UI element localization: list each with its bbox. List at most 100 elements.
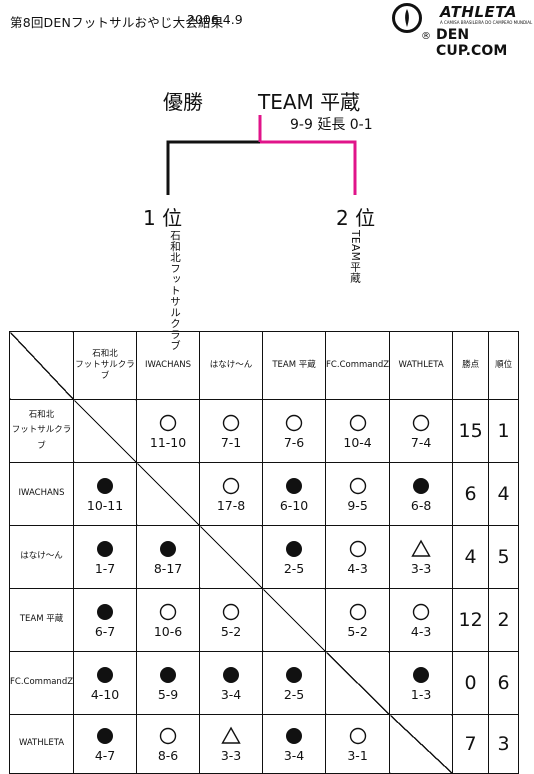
bracket-loser-line: [166, 140, 260, 195]
match-score: 8-17: [153, 560, 183, 576]
win-circle-icon: [412, 603, 430, 620]
match-score: 1-7: [94, 560, 116, 576]
loss-dot-icon: [97, 540, 114, 557]
match-score: 10-6: [153, 623, 183, 639]
win-circle-icon: [159, 727, 177, 744]
match-cell: 6-10: [262, 462, 327, 526]
tournament-bracket: [166, 115, 357, 195]
match-cell: 4-3: [389, 588, 454, 652]
match-score: 6-7: [94, 623, 116, 639]
event-date: 2006.4.9: [187, 12, 243, 27]
match-cell: 3-1: [325, 714, 391, 774]
self-match-cell: [325, 651, 391, 715]
match-score: 10-4: [343, 434, 372, 450]
win-circle-icon: [222, 414, 240, 431]
match-score: 17-8: [216, 497, 246, 513]
match-cell: 4-3: [325, 525, 391, 589]
loss-dot-icon: [286, 540, 303, 557]
match-cell: 7-6: [262, 399, 327, 463]
match-score: 3-1: [347, 747, 368, 763]
points-cell: 6: [452, 462, 490, 526]
points-cell: 15: [452, 399, 490, 463]
page-title: 第8回DENフットサルおやじ大会結果: [10, 15, 224, 30]
row-team-name: WATHLETA: [8, 714, 75, 774]
draw-triangle-icon: [221, 726, 241, 744]
rank-cell: 1: [488, 399, 520, 463]
second-place-team: TEAM平蔵: [349, 230, 361, 284]
loss-dot-icon: [286, 666, 303, 683]
column-header: 石和北フットサルクラブ: [73, 331, 138, 400]
match-cell: 10-4: [325, 399, 391, 463]
self-match-cell: [136, 462, 201, 526]
loss-dot-icon: [286, 727, 303, 744]
match-cell: 5-9: [136, 651, 201, 715]
match-score: 4-3: [410, 623, 432, 639]
win-circle-icon: [412, 414, 430, 431]
column-header: TEAM 平蔵: [262, 331, 327, 400]
win-circle-icon: [222, 477, 240, 494]
rank-cell: 4: [488, 462, 520, 526]
row-team-name: TEAM 平蔵: [8, 588, 75, 652]
loss-dot-icon: [97, 603, 114, 620]
match-score: 2-5: [283, 686, 305, 702]
match-cell: 2-5: [262, 651, 327, 715]
match-cell: 3-3: [199, 714, 264, 774]
match-score: 1-3: [410, 686, 432, 702]
points-header: 勝点: [452, 331, 490, 400]
points-cell: 7: [452, 714, 490, 774]
athleta-logo: ® ATHLETA A CAMISA BRASILEIRA DO CAMPEÃO…: [392, 0, 534, 59]
match-cell: 10-11: [73, 462, 138, 526]
win-circle-icon: [222, 603, 240, 620]
loss-dot-icon: [413, 477, 430, 494]
registered-mark: ®: [421, 31, 431, 42]
rank-cell: 2: [488, 588, 520, 652]
win-circle-icon: [159, 603, 177, 620]
match-score: 5-2: [347, 623, 368, 639]
first-place-label: 1 位: [143, 206, 183, 230]
rank-header: 順位: [488, 331, 520, 400]
rank-cell: 6: [488, 651, 520, 715]
row-team-name: 石和北フットサルクラブ: [8, 399, 75, 463]
champion-label: 優勝: [163, 90, 203, 114]
logo-cup: DEN CUP.COM: [436, 27, 508, 59]
match-cell: 6-8: [389, 462, 454, 526]
match-cell: 3-4: [199, 651, 264, 715]
loss-dot-icon: [160, 540, 177, 557]
self-match-cell: [73, 399, 138, 463]
match-score: 10-11: [86, 497, 124, 513]
match-cell: 17-8: [199, 462, 264, 526]
match-score: 9-5: [347, 497, 368, 513]
match-score: 7-4: [410, 434, 432, 450]
rank-cell: 3: [488, 714, 520, 774]
win-circle-icon: [349, 727, 366, 744]
row-team-name: はなけ〜ん: [8, 525, 75, 589]
match-cell: 1-7: [73, 525, 138, 589]
loss-dot-icon: [223, 666, 240, 683]
match-cell: 7-1: [199, 399, 264, 463]
points-cell: 4: [452, 525, 490, 589]
match-score: 7-6: [283, 434, 305, 450]
second-place-label: 2 位: [336, 206, 376, 230]
match-score: 3-3: [220, 747, 242, 763]
match-cell: 8-17: [136, 525, 201, 589]
match-cell: 4-7: [73, 714, 138, 774]
win-circle-icon: [349, 477, 366, 494]
corner-cell: [8, 331, 75, 400]
match-score: 11-10: [149, 434, 187, 450]
match-score: 5-2: [220, 623, 242, 639]
win-circle-icon: [349, 540, 366, 557]
match-cell: 8-6: [136, 714, 201, 774]
row-team-name: FC.CommandZ: [8, 651, 75, 715]
match-score: 7-1: [220, 434, 242, 450]
match-cell: 5-2: [325, 588, 391, 652]
win-circle-icon: [285, 414, 303, 431]
match-cell: 10-6: [136, 588, 201, 652]
column-header: FC.CommandZ: [325, 331, 391, 400]
self-match-cell: [389, 714, 454, 774]
